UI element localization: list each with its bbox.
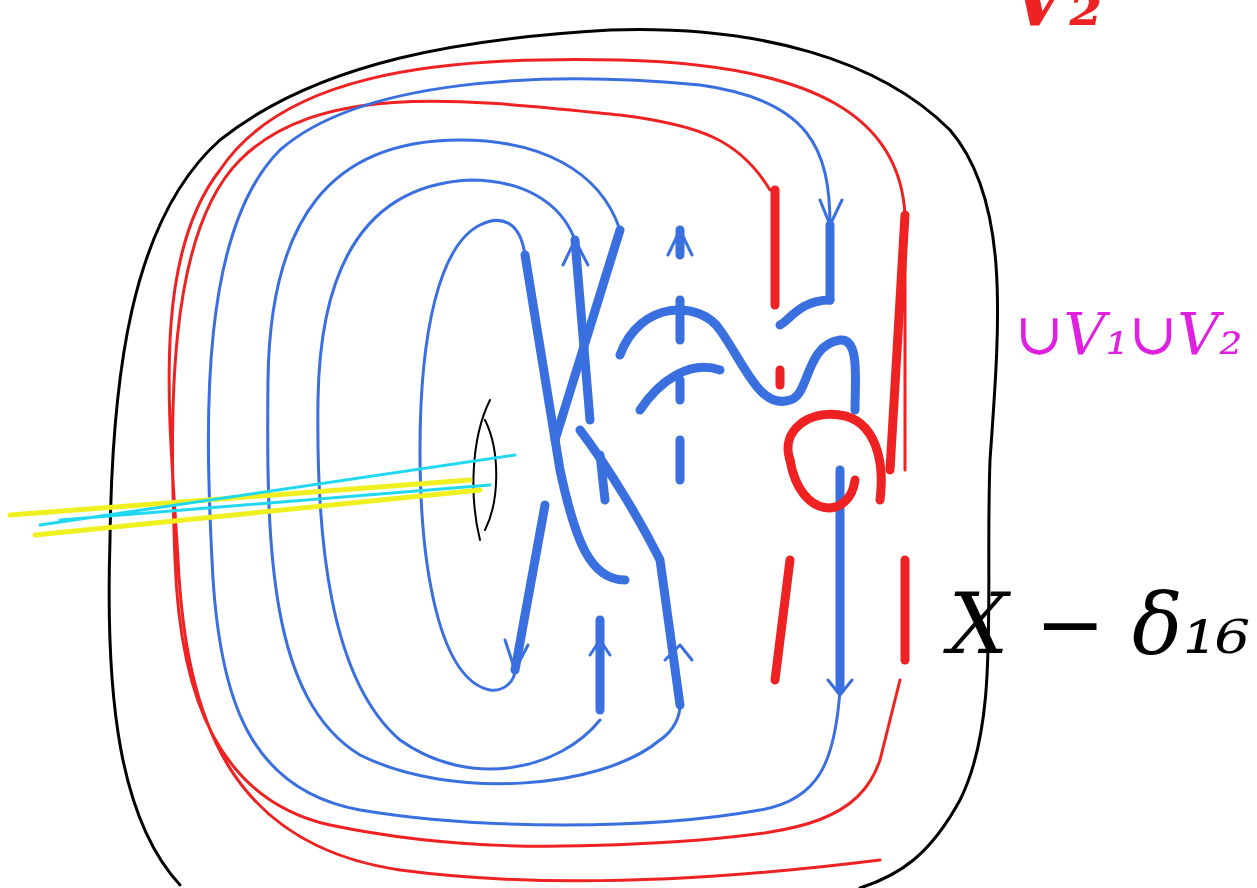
hole: [473, 400, 496, 540]
blue-curve: [208, 79, 840, 825]
blue-strands: [515, 225, 856, 710]
red-strands: [775, 190, 905, 680]
math-label: V₂: [1010, 0, 1102, 44]
orientation-arrows: [505, 200, 852, 695]
math-label: ∪V₁∪V₂: [1015, 300, 1242, 368]
math-label: X − δ₁₆: [948, 575, 1250, 673]
boundary-curve: [109, 30, 997, 888]
cyan-arc: [40, 455, 515, 525]
red-curve: [169, 59, 905, 881]
yellow-arc: [10, 480, 480, 535]
